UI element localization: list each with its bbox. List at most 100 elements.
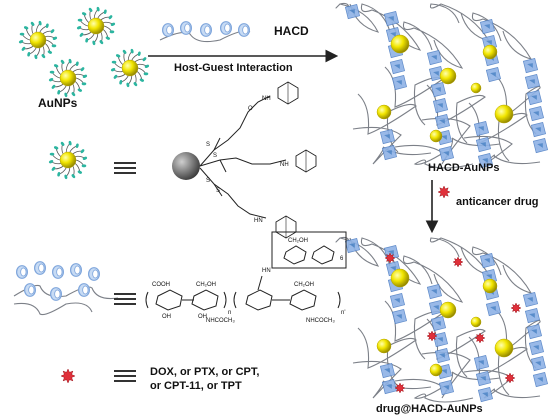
hacd-reagent-icon: [159, 21, 251, 43]
cyclodextrin-icon: [379, 362, 396, 379]
cyclodextrin-icon: [33, 261, 46, 275]
gold-nanoparticle-icon: [376, 104, 392, 120]
cyclodextrin-icon: [434, 347, 451, 364]
cyclodextrin-icon: [473, 354, 490, 371]
cyclodextrin-icon: [434, 113, 451, 130]
gold-nanoparticle-icon: [429, 363, 443, 377]
svg-text:NH: NH: [280, 162, 289, 168]
svg-text:CH₂OH: CH₂OH: [288, 238, 308, 244]
host-guest-arrow: [148, 21, 339, 63]
svg-text:O: O: [248, 106, 253, 112]
svg-text:OH: OH: [162, 314, 171, 320]
hacd-chem-structure: COOH CH₂OH CH₂OH CH₂OH OH OH NHCOCH₃ NHC…: [145, 231, 347, 324]
label-drug-list-1: DOX, or PTX, or CPT,: [150, 366, 260, 378]
cyclodextrin-icon: [522, 57, 539, 74]
cyclodextrin-icon: [426, 49, 443, 66]
cyclodextrin-icon: [475, 136, 492, 153]
cyclodextrin-icon: [77, 283, 90, 297]
drug-molecule-icon: [384, 252, 396, 264]
gold-nanoparticle-icon: [390, 268, 410, 288]
aunps-free-group: [18, 6, 150, 98]
cyclodextrin-icon: [238, 23, 251, 37]
cyclodextrin-icon: [426, 283, 443, 300]
gold-nanoparticle-icon: [376, 338, 392, 354]
cyclodextrin-icon: [344, 3, 361, 20]
cyclodextrin-icon: [528, 339, 545, 356]
gold-nanoparticle-icon: [470, 82, 482, 94]
cyclodextrin-icon: [180, 21, 193, 35]
label-drug-list-2: or CPT-11, or TPT: [150, 380, 242, 392]
cyclodextrin-icon: [475, 370, 492, 387]
cyclodextrin-icon: [51, 265, 64, 279]
label-aunps: AuNPs: [38, 96, 78, 110]
gold-nanoparticle-icon: [470, 316, 482, 328]
cyclodextrin-icon: [381, 378, 398, 395]
cyclodextrin-icon: [391, 308, 408, 325]
cyclodextrin-icon: [524, 307, 541, 324]
svg-text:CH₂OH: CH₂OH: [294, 282, 314, 288]
aunp-chem-structure: NH NH HN S S S S O: [172, 81, 317, 239]
gold-nanoparticle-icon: [494, 338, 514, 358]
svg-text:HN: HN: [262, 268, 271, 274]
cyclodextrin-icon: [524, 73, 541, 90]
drug-legend-icon: [60, 368, 76, 384]
gold-nanoparticle-icon: [482, 44, 498, 60]
drug-molecule-icon: [474, 332, 486, 344]
aunp-legend-icon: [48, 140, 88, 180]
svg-text:CH₂OH: CH₂OH: [196, 282, 216, 288]
svg-text:S: S: [216, 188, 220, 194]
cyclodextrin-icon: [477, 152, 494, 169]
svg-text:S: S: [213, 153, 217, 159]
cyclodextrin-icon: [200, 23, 213, 37]
cyclodextrin-icon: [438, 145, 455, 162]
drug-molecule-icon: [426, 330, 438, 342]
cyclodextrin-icon: [530, 121, 547, 138]
cyclodextrin-icon: [162, 23, 175, 37]
hacd-legend-icon: [13, 261, 119, 316]
svg-text:NHCOCH₃: NHCOCH₃: [206, 318, 235, 324]
svg-text:n: n: [228, 310, 231, 316]
cyclodextrin-icon: [526, 89, 543, 106]
svg-text:HN: HN: [254, 218, 263, 224]
drug-loading-arrow: [425, 180, 451, 234]
cyclodextrin-icon: [16, 265, 29, 279]
label-hacd-aunps: HACD-AuNPs: [428, 162, 500, 174]
cyclodextrin-icon: [87, 267, 100, 281]
svg-text:NH: NH: [262, 96, 271, 102]
cyclodextrin-icon: [389, 292, 406, 309]
svg-text:6: 6: [340, 256, 344, 262]
gold-nanoparticle-icon: [439, 67, 457, 85]
equivalence-icon-1: [114, 162, 136, 177]
cyclodextrin-icon: [220, 21, 233, 35]
svg-text:S: S: [206, 178, 210, 184]
cyclodextrin-icon: [532, 371, 549, 388]
gold-nanoparticle-icon: [110, 48, 150, 88]
svg-text:NHCOCH₃: NHCOCH₃: [306, 318, 335, 324]
svg-text:n': n': [341, 310, 345, 316]
equivalence-icon-2: [114, 293, 136, 308]
gold-nanoparticle-icon: [494, 104, 514, 124]
cyclodextrin-icon: [479, 18, 496, 35]
drug-molecule-icon: [504, 372, 516, 384]
cyclodextrin-icon: [532, 137, 549, 154]
label-anticancer-drug: anticancer drug: [456, 196, 539, 208]
cyclodextrin-icon: [438, 379, 455, 396]
cyclodextrin-icon: [432, 97, 449, 114]
label-hacd-reagent: HACD: [274, 24, 309, 38]
svg-text:OH: OH: [198, 314, 207, 320]
drug-molecule-icon: [437, 185, 451, 199]
cyclodextrin-icon: [430, 315, 447, 332]
cyclodextrin-icon: [69, 263, 82, 277]
gold-nanoparticle-icon: [76, 6, 116, 46]
drug-molecule-icon: [452, 256, 464, 268]
drug-hacd-aunps-network: [335, 236, 549, 403]
drug-molecule-icon: [510, 302, 522, 314]
label-host-guest: Host-Guest Interaction: [174, 62, 293, 74]
gold-nanoparticle-icon: [390, 34, 410, 54]
cyclodextrin-icon: [379, 128, 396, 145]
gold-nanoparticle-icon: [439, 301, 457, 319]
cyclodextrin-icon: [391, 74, 408, 91]
hacd-aunps-network: [335, 2, 549, 169]
cyclodextrin-icon: [49, 287, 62, 301]
